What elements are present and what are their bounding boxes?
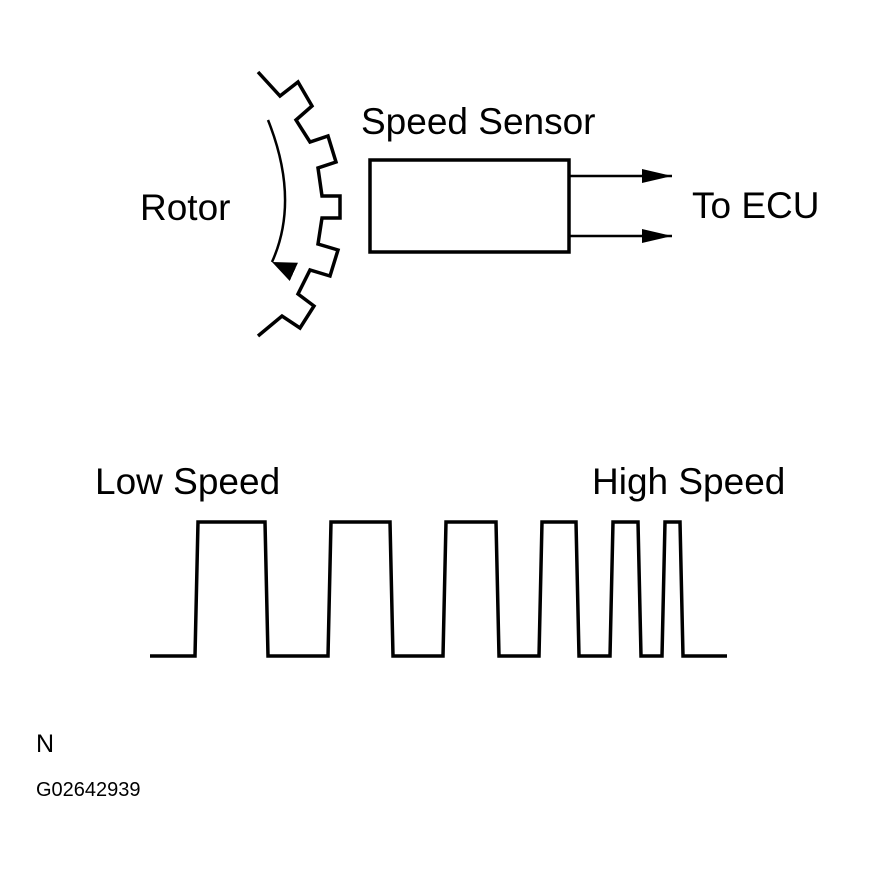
to-ecu-label: To ECU [692, 185, 819, 226]
rotor-teeth [256, 70, 342, 338]
figure-code: G02642939 [36, 779, 141, 801]
rotor-label: Rotor [140, 187, 230, 228]
high-speed-label: High Speed [592, 461, 785, 502]
pulse-waveform [150, 520, 727, 658]
orientation-mark: N [36, 730, 54, 758]
rotation-direction-arrow [266, 119, 298, 281]
speed-sensor-label: Speed Sensor [361, 101, 596, 142]
low-speed-label: Low Speed [95, 461, 280, 502]
speed-sensor-box [368, 158, 571, 254]
